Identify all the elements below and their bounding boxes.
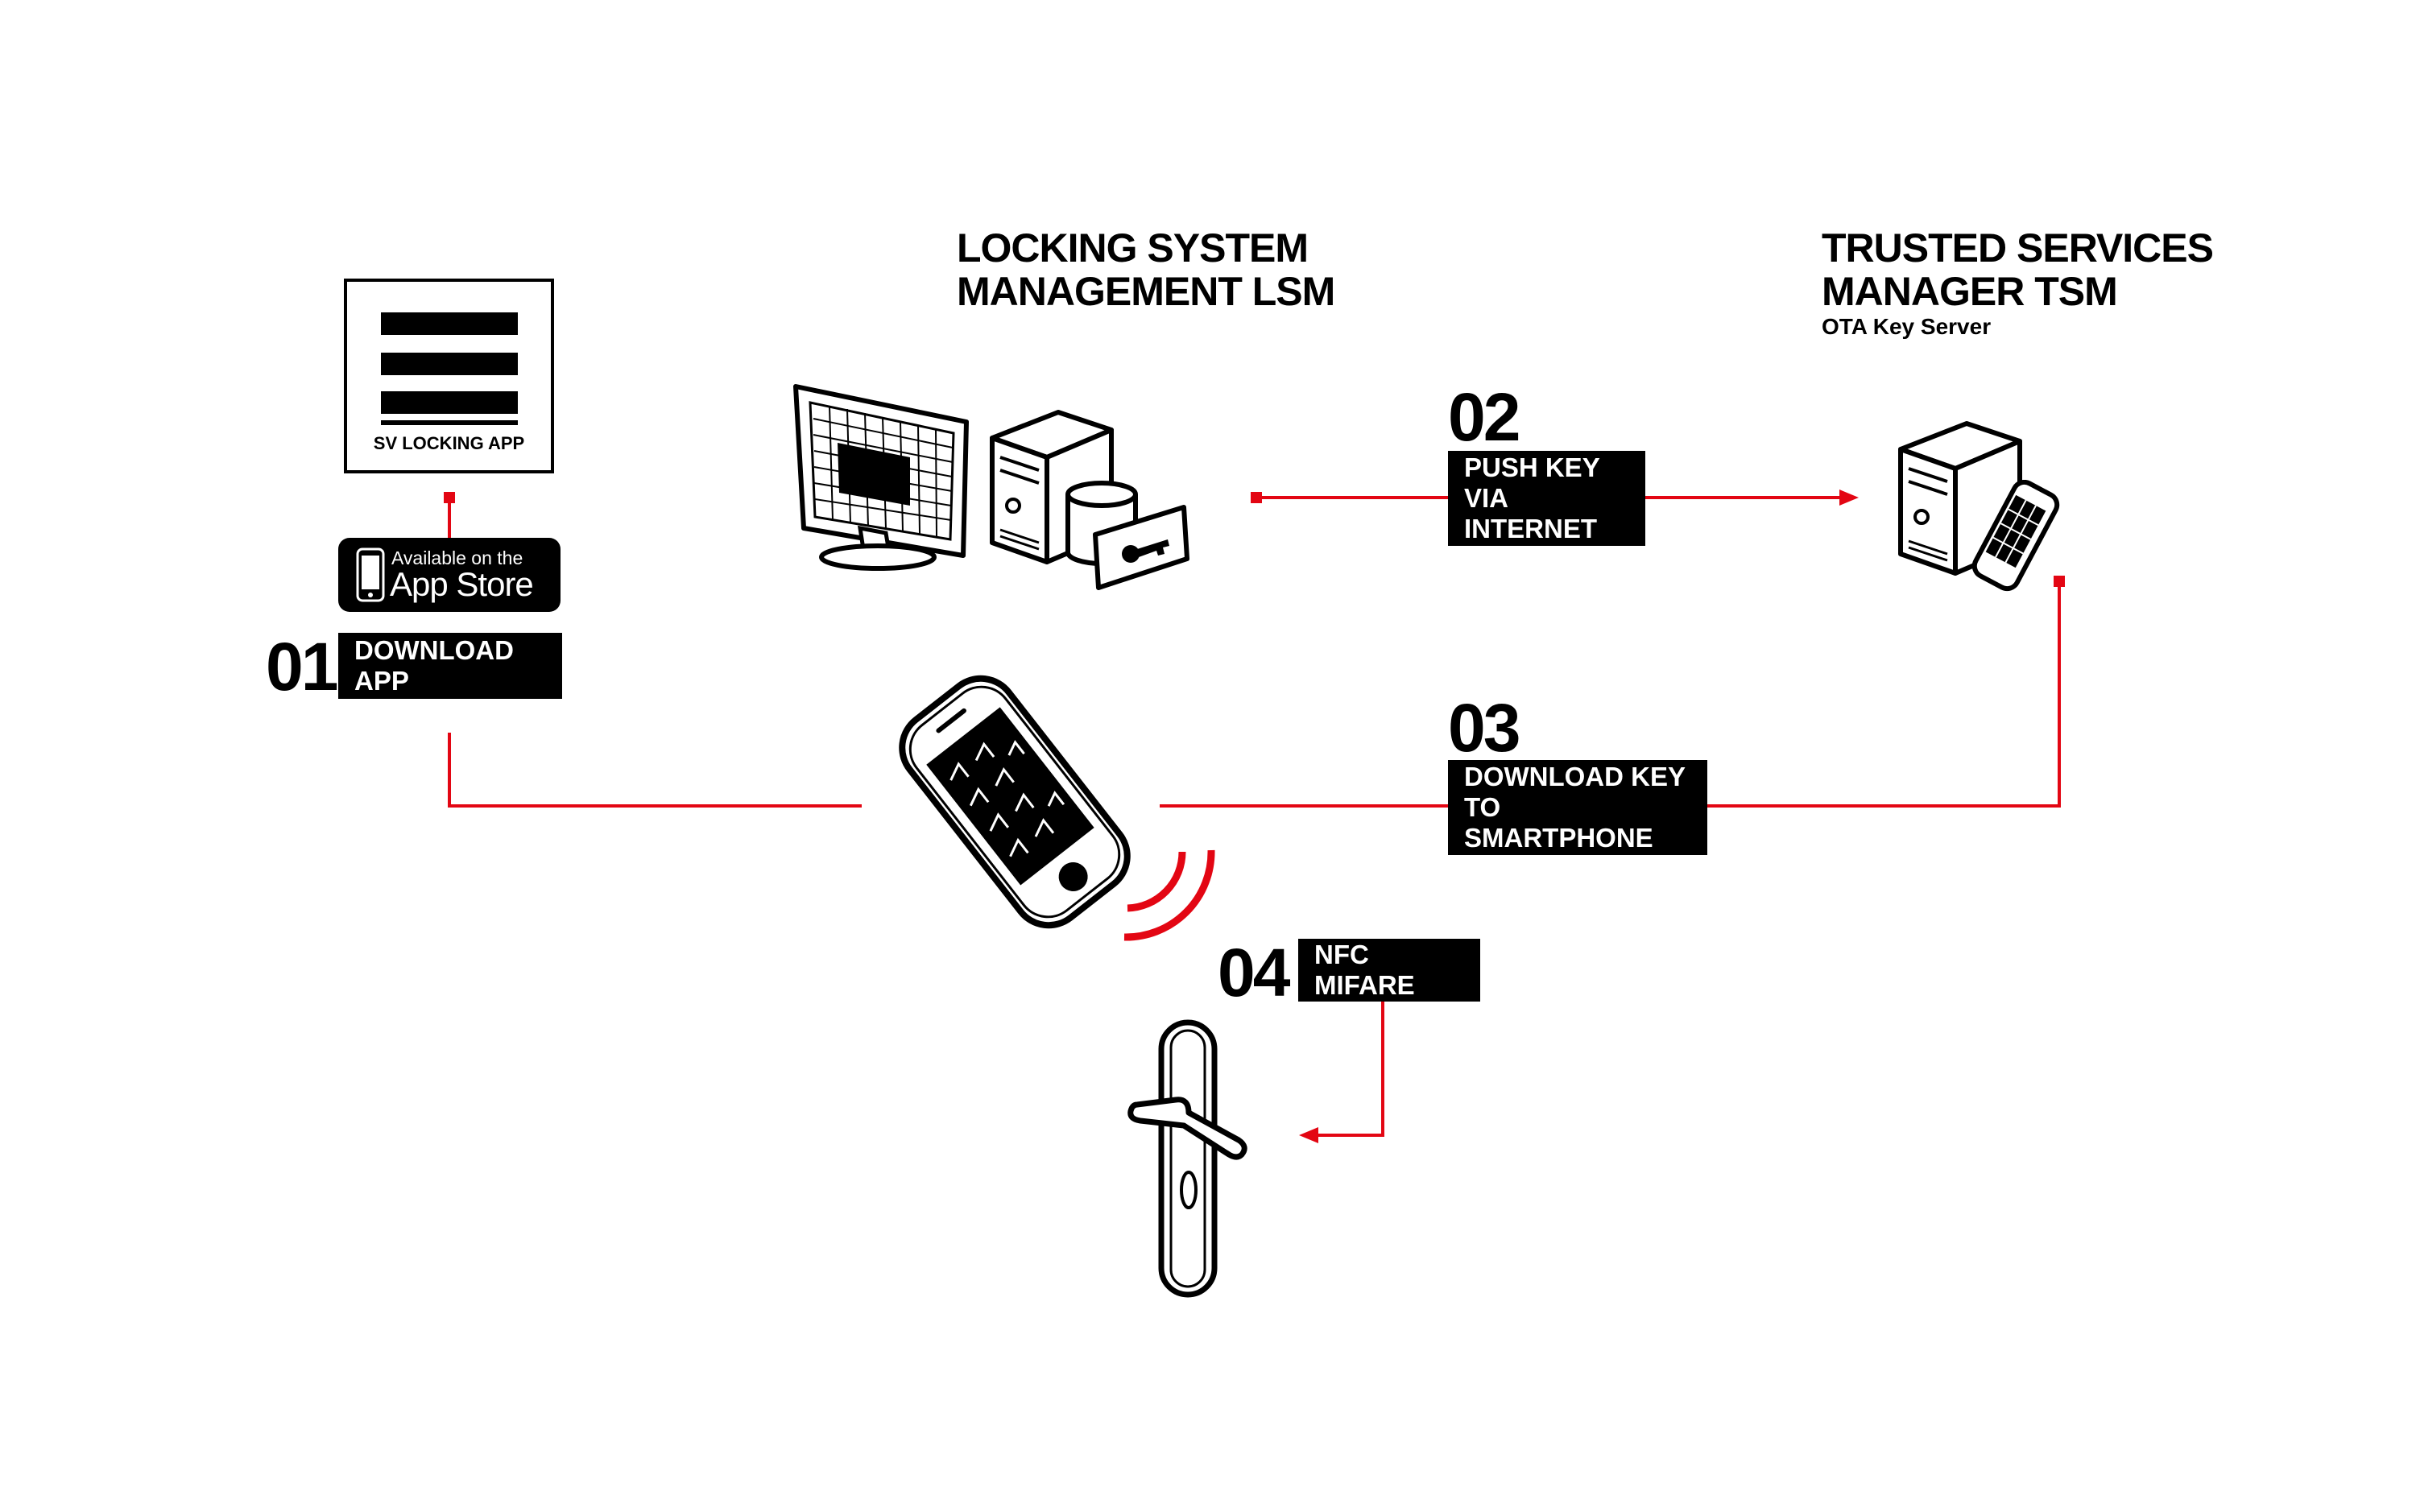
app-card-name: SV LOCKING APP: [373, 433, 525, 453]
tsm-title-line1: TRUSTED SERVICES: [1822, 225, 2214, 271]
step-02-label: PUSH KEY VIA INTERNET: [1448, 451, 1645, 546]
step-04-label: NFC MIFARE: [1298, 939, 1480, 1002]
connector-end-square: [2054, 576, 2065, 587]
apple-phone-icon: [356, 547, 385, 602]
connector-end-square: [444, 492, 455, 503]
connector-end-square: [1251, 492, 1262, 503]
app-card-icon: SV LOCKING APP: [344, 279, 554, 473]
lsm-title-line1: LOCKING SYSTEM: [957, 225, 1309, 271]
connector-step01-to-phone: [448, 733, 862, 808]
step-01-label: DOWNLOAD APP: [338, 633, 562, 699]
step-04-number: 04: [1218, 935, 1290, 1010]
app-store-badge[interactable]: Available on the App Store: [338, 538, 561, 612]
connector-arrowhead: [1299, 1127, 1318, 1143]
lsm-title-line2: MANAGEMENT LSM: [957, 269, 1335, 314]
tsm-phone-icon: [1971, 480, 2060, 592]
step-02-number: 02: [1448, 379, 1520, 455]
door-handle-icon[interactable]: [1119, 1019, 1264, 1301]
step-03-label: DOWNLOAD KEY TO SMARTPHONE: [1448, 760, 1707, 855]
step-01-number: 01: [266, 629, 338, 704]
connector-arrowhead: [1839, 490, 1859, 506]
tsm-title-line2: MANAGER TSM: [1822, 269, 2118, 314]
connector-step04: [1317, 1001, 1384, 1137]
app-store-badge-line1: Available on the: [391, 547, 523, 568]
tsm-subtitle: OTA Key Server: [1822, 314, 1992, 339]
app-store-badge-line2: App Store: [390, 565, 534, 603]
step-03-number: 03: [1448, 690, 1520, 766]
monitor-icon: [793, 384, 969, 571]
smartphone-icon: [899, 675, 1131, 929]
nfc-waves-icon: [1123, 849, 1215, 941]
key-card-icon: [1093, 505, 1189, 590]
